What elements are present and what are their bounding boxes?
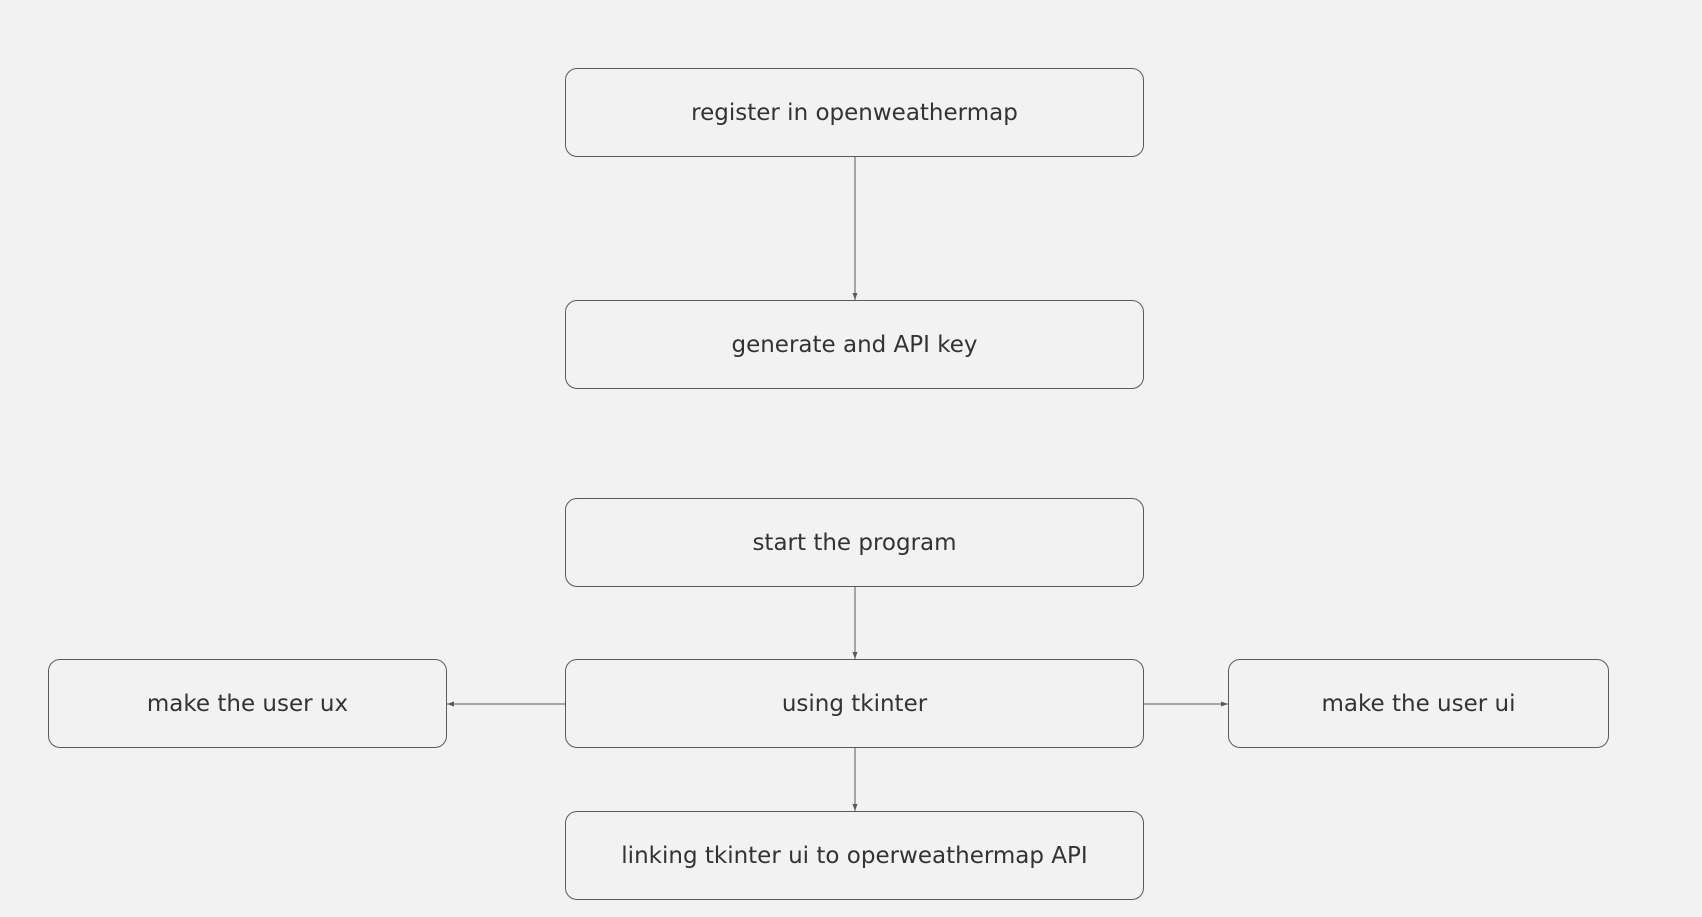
node-start-program[interactable]: start the program (565, 498, 1144, 587)
node-using-tkinter[interactable]: using tkinter (565, 659, 1144, 748)
node-register-openweathermap[interactable]: register in openweathermap (565, 68, 1144, 157)
node-make-user-ui[interactable]: make the user ui (1228, 659, 1609, 748)
node-link-tkinter-api[interactable]: linking tkinter ui to operweathermap API (565, 811, 1144, 900)
node-label: make the user ux (146, 690, 349, 717)
node-label: using tkinter (781, 690, 928, 717)
node-label: generate and API key (731, 331, 978, 358)
node-generate-api-key[interactable]: generate and API key (565, 300, 1144, 389)
node-label: linking tkinter ui to operweathermap API (621, 842, 1088, 869)
node-label: start the program (752, 529, 957, 556)
node-label: register in openweathermap (691, 99, 1018, 126)
node-label: make the user ui (1321, 690, 1516, 717)
node-make-user-ux[interactable]: make the user ux (48, 659, 447, 748)
